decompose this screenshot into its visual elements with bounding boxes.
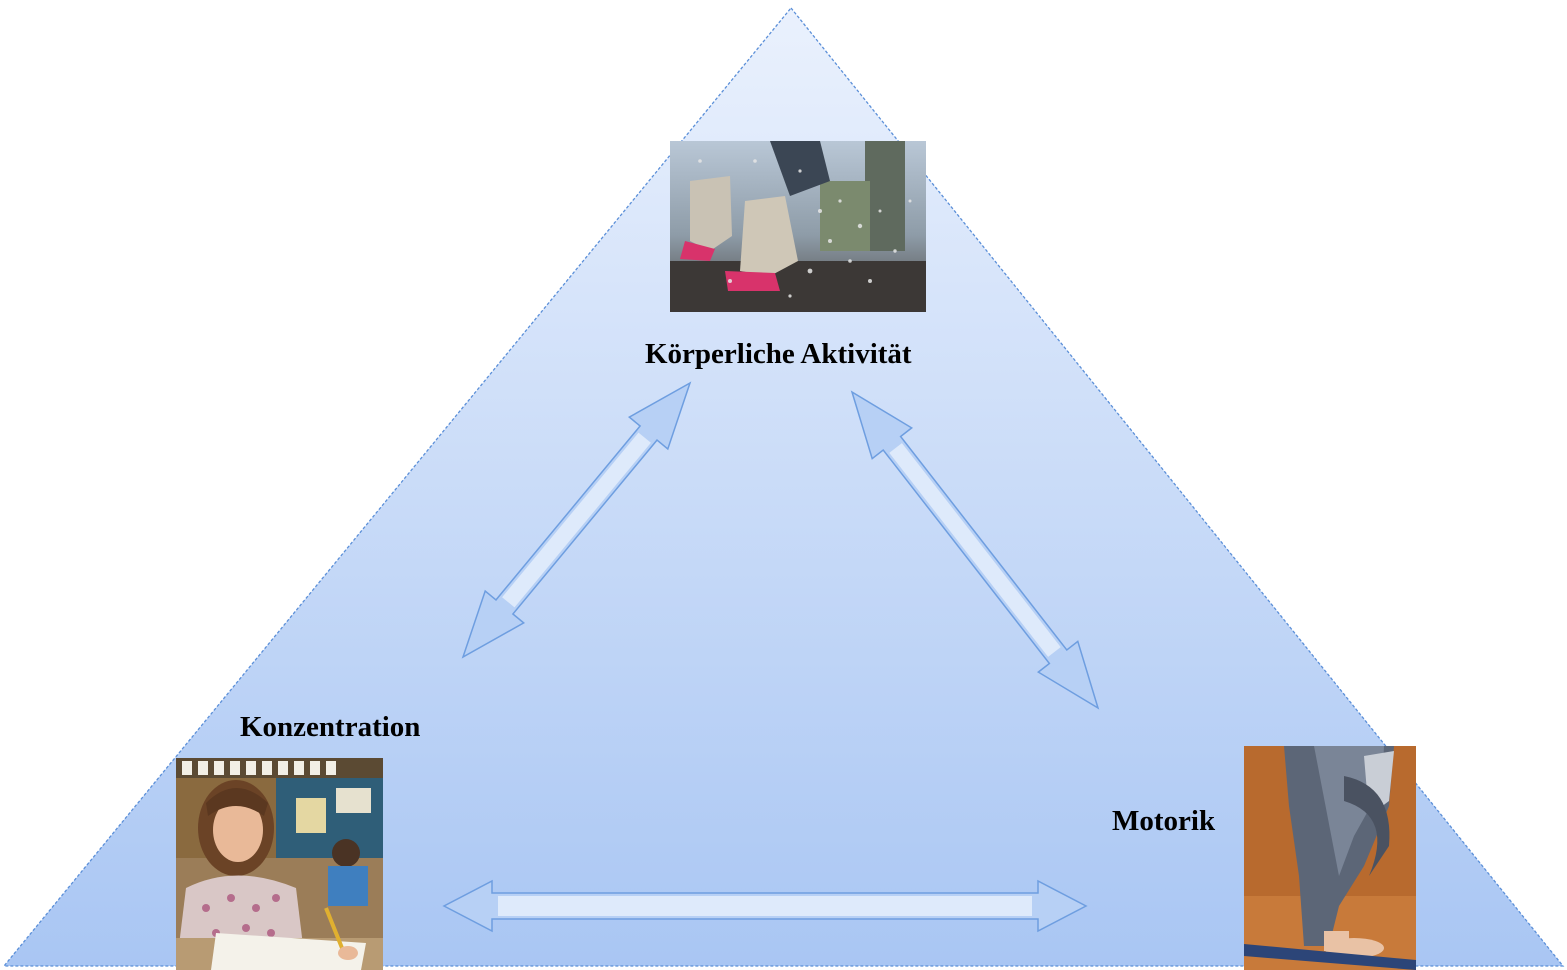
label-motor-skills: Motorik	[1112, 805, 1216, 837]
double-arrow-activity-concentration	[461, 381, 692, 659]
double-arrow-concentration-motor-skills	[442, 879, 1088, 933]
arrow-highlight	[502, 432, 651, 608]
foot-balance-beam-photo	[1244, 746, 1416, 970]
rain-boots-splash-photo	[670, 141, 926, 312]
label-physical-activity: Körperliche Aktivität	[645, 338, 912, 370]
arrow-highlight	[889, 443, 1061, 657]
arrow-highlight	[498, 896, 1032, 916]
label-concentration: Konzentration	[240, 711, 421, 743]
schoolgirl-classroom-photo	[176, 758, 383, 970]
double-arrow-activity-motor-skills	[850, 390, 1100, 710]
pyramid-triangle	[2, 6, 1565, 967]
